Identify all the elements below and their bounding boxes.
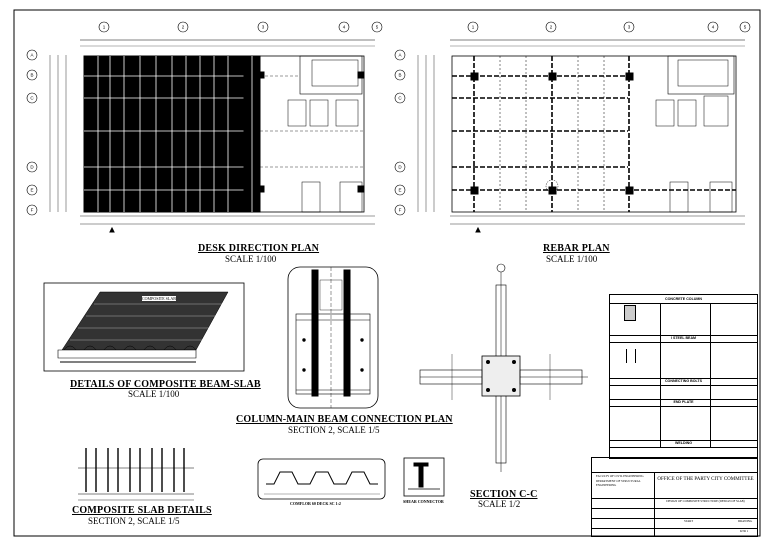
grid-label-top: 4 [343,25,346,30]
project-name: DESIGN OF COMPOSITE STRUCTURE (DESIGN OF… [666,499,745,503]
start-label: START [684,519,694,523]
grid-label-top: 5 [744,25,747,30]
deck-direction-plan [26,21,383,233]
shear-connector-detail [403,457,445,497]
grid-label-side: E [398,188,401,193]
composite-slab-tag: COMPOSITE SLAB [142,296,176,301]
slab-details-scale: SECTION 2, SCALE 1/5 [88,516,180,526]
grid-label-side: D [398,165,402,170]
grid-label-side: D [30,165,34,170]
connection-plan-scale: SECTION 2, SCALE 1/5 [288,425,380,435]
department-name: DEPARTMENT OF STRUCTURAL ENGINEERING [596,479,641,487]
grid-label-side: B [398,73,401,78]
drawing-number: KTR 1 [740,529,749,533]
faculty-name: FACULTY OF CIVIL ENGINEERING [596,474,644,478]
material-schedule: CONCRETE COLUMN I STEEL BEAM CONNECTING … [609,294,758,459]
deck-plan-scale: SCALE 1/100 [225,254,277,264]
grid-label-top: 3 [628,25,631,30]
grid-label-top: 2 [182,25,185,30]
office-name: OFFICE OF THE PARTY CITY COMMITTEE [657,477,754,482]
composite-beam-slab-detail [43,282,245,372]
comflor-deck-profile [257,458,386,500]
deck-label: COMFLOR 60 DECK SC 1:2 [290,501,341,506]
grid-label-side: A [30,53,33,58]
section-cc [419,263,588,472]
column-beam-connection [287,266,379,409]
section-cc-title: SECTION C-C [470,489,538,500]
composite-details-title: DETAILS OF COMPOSITE BEAM-SLAB [70,379,261,390]
grid-label-side: A [398,53,401,58]
drawing-label: DRAWING [738,519,753,523]
title-block: FACULTY OF CIVIL ENGINEERING DEPARTMENT … [591,457,758,537]
shear-connector-label: SHEAR CONNECTOR [403,499,444,504]
rebar-plan [394,21,751,233]
schedule-welding: WELDING [675,441,692,445]
composite-details-scale: SCALE 1/100 [128,389,180,399]
schedule-i-steel-beam: I STEEL BEAM [670,336,697,340]
grid-label-side: B [30,73,33,78]
grid-label-top: 5 [376,25,379,30]
grid-label-top: 3 [262,25,265,30]
grid-label-side: F [31,208,34,213]
section-cc-scale: SCALE 1/2 [478,499,521,509]
deck-plan-title: DESK DIRECTION PLAN [198,243,320,254]
connection-plan-title: COLUMN-MAIN BEAM CONNECTION PLAN [236,414,453,425]
slab-details-title: COMPOSITE SLAB DETAILS [72,505,212,516]
schedule-concrete-column: CONCRETE COLUMN [665,297,702,301]
rebar-plan-scale: SCALE 1/100 [546,254,598,264]
grid-label-top: 4 [712,25,715,30]
schedule-connecting-bolts: CONNECTING BOLTS [664,379,703,383]
schedule-end-plate: END PLATE [673,400,694,404]
grid-label-top: 2 [550,25,553,30]
grid-label-side: F [399,208,402,213]
grid-label-side: C [30,96,34,101]
grid-label-side: C [398,96,402,101]
grid-label-top: 1 [472,25,475,30]
grid-label-top: 1 [103,25,106,30]
composite-slab-details [78,448,194,501]
grid-label-side: E [30,188,33,193]
rebar-plan-title: REBAR PLAN [543,243,610,254]
